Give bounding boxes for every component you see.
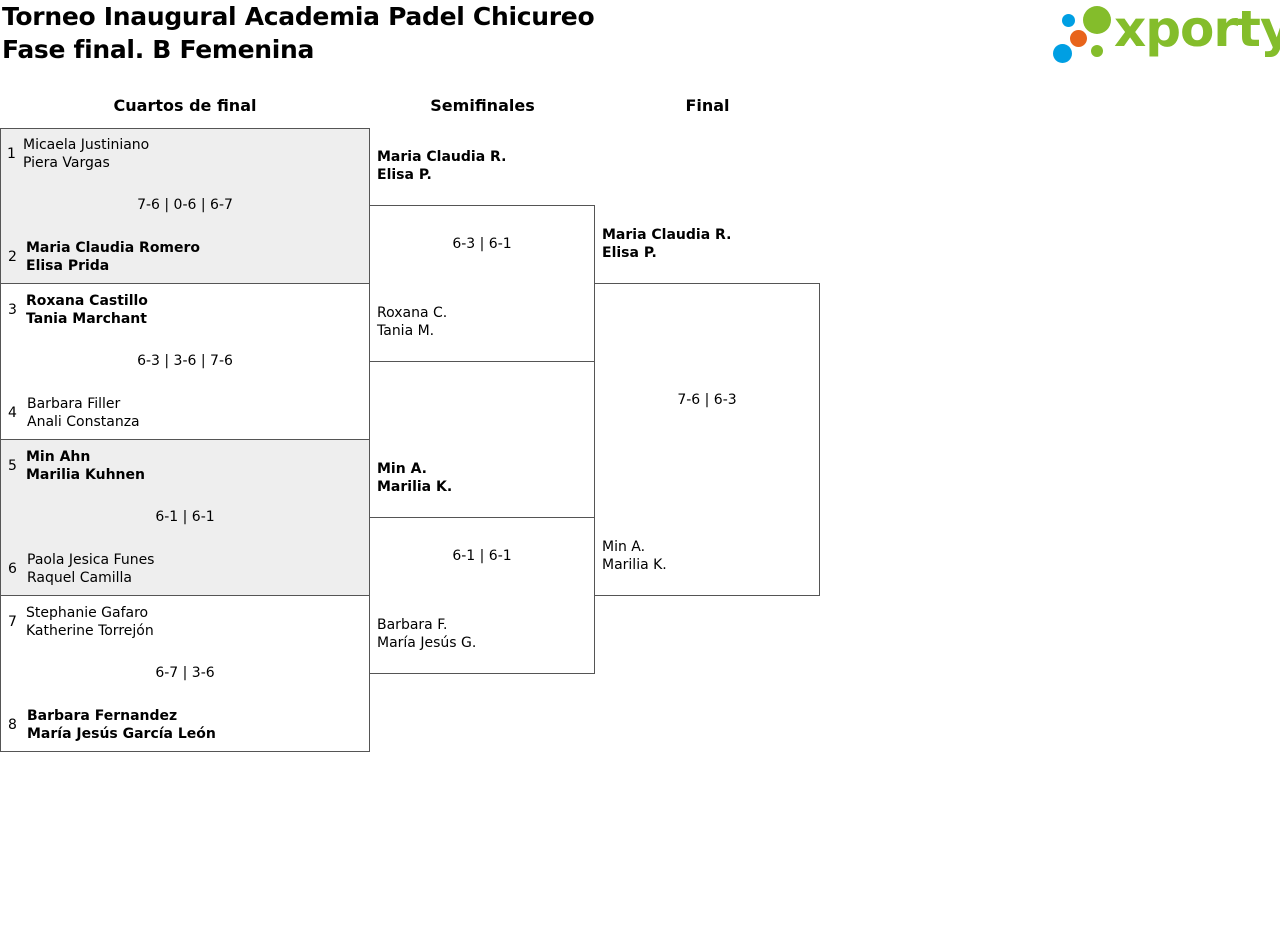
winning-team-entry[interactable]: Maria Claudia R. Elisa P. <box>377 148 506 184</box>
player-name: Katherine Torrejón <box>26 623 154 639</box>
logo-dot-orange <box>1070 30 1087 47</box>
player-name: María Jesús García León <box>27 726 216 742</box>
winning-team-entry[interactable]: Maria Claudia R. Elisa P. <box>602 226 731 262</box>
seed-number: 1 <box>7 146 16 162</box>
player-name: Elisa P. <box>602 245 657 261</box>
match-score: 6-3 | 3-6 | 7-6 <box>137 353 233 369</box>
seed-number: 6 <box>8 561 17 577</box>
team-entry[interactable]: Barbara Filler Anali Constanza <box>27 395 140 431</box>
player-name: Maria Claudia R. <box>602 227 732 243</box>
player-name: Roxana C. <box>377 305 448 321</box>
final-match[interactable] <box>594 283 820 596</box>
tournament-title: Torneo Inaugural Academia Padel Chicureo <box>2 2 595 31</box>
match-score: 7-6 | 0-6 | 6-7 <box>137 197 233 213</box>
logo-dot-blue-small <box>1062 14 1075 27</box>
player-name: Elisa P. <box>377 167 432 183</box>
team-entry[interactable]: Min A. Marilia K. <box>602 538 667 574</box>
player-name: Roxana Castillo <box>26 293 148 309</box>
team-entry[interactable]: Barbara F. María Jesús G. <box>377 616 476 652</box>
player-name: Stephanie Gafaro <box>26 605 149 621</box>
match-score: 6-7 | 3-6 <box>155 665 215 681</box>
player-name: Min A. <box>377 461 427 477</box>
team-entry[interactable]: Paola Jesica Funes Raquel Camilla <box>27 551 154 587</box>
logo-dot-green-small <box>1091 45 1103 57</box>
match-score: 7-6 | 6-3 <box>677 392 737 408</box>
draw-subtitle: Fase final. B Femenina <box>2 35 315 64</box>
winning-team-entry[interactable]: Min A. Marilia K. <box>377 460 452 496</box>
team-entry[interactable]: Stephanie Gafaro Katherine Torrejón <box>26 604 154 640</box>
logo-wordmark: xporty <box>1114 0 1280 58</box>
round-header-final: Final <box>685 96 730 115</box>
seed-number: 2 <box>8 249 17 265</box>
player-name: Min Ahn <box>26 449 91 465</box>
player-name: Marilia K. <box>602 557 667 573</box>
player-name: Tania Marchant <box>26 311 147 327</box>
winning-team-entry[interactable]: Maria Claudia Romero Elisa Prida <box>26 239 200 275</box>
player-name: Barbara Fernandez <box>27 708 178 724</box>
player-name: Anali Constanza <box>27 414 140 430</box>
match-score: 6-1 | 6-1 <box>452 548 512 564</box>
quarterfinal-match-3[interactable] <box>0 439 370 596</box>
round-header-semifinals: Semifinales <box>430 96 535 115</box>
player-name: Maria Claudia Romero <box>26 240 201 256</box>
player-name: Maria Claudia R. <box>377 149 507 165</box>
team-entry[interactable]: Roxana C. Tania M. <box>377 304 447 340</box>
player-name: Elisa Prida <box>26 258 110 274</box>
seed-number: 3 <box>8 302 17 318</box>
player-name: Marilia Kuhnen <box>26 467 145 483</box>
winning-team-entry[interactable]: Min Ahn Marilia Kuhnen <box>26 448 145 484</box>
quarterfinal-match-1[interactable] <box>0 128 370 284</box>
match-score: 6-3 | 6-1 <box>452 236 512 252</box>
player-name: Piera Vargas <box>23 155 110 171</box>
round-header-quarterfinals: Cuartos de final <box>113 96 257 115</box>
team-entry[interactable]: Micaela Justiniano Piera Vargas <box>23 136 149 172</box>
seed-number: 8 <box>8 717 17 733</box>
player-name: Raquel Camilla <box>27 570 132 586</box>
player-name: Paola Jesica Funes <box>27 552 155 568</box>
logo-dot-green <box>1083 6 1111 34</box>
player-name: Micaela Justiniano <box>23 137 150 153</box>
player-name: Barbara Filler <box>27 396 121 412</box>
seed-number: 7 <box>8 614 17 630</box>
player-name: Marilia K. <box>377 479 453 495</box>
match-score: 6-1 | 6-1 <box>155 509 215 525</box>
winning-team-entry[interactable]: Barbara Fernandez María Jesús García Leó… <box>27 707 216 743</box>
player-name: Tania M. <box>377 323 435 339</box>
seed-number: 4 <box>8 405 17 421</box>
xporty-logo[interactable]: xporty <box>1052 0 1280 68</box>
seed-number: 5 <box>8 458 17 474</box>
logo-dot-blue <box>1053 44 1072 63</box>
player-name: Min A. <box>602 539 646 555</box>
player-name: Barbara F. <box>377 617 448 633</box>
winning-team-entry[interactable]: Roxana Castillo Tania Marchant <box>26 292 148 328</box>
player-name: María Jesús G. <box>377 635 477 651</box>
